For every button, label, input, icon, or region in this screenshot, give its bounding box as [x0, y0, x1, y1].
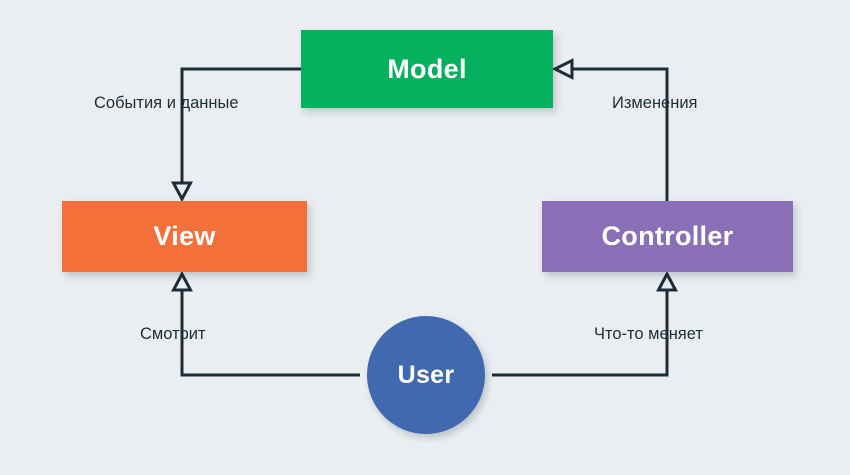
edge-user-to-view [171, 270, 360, 377]
node-model-label: Model [387, 53, 467, 84]
node-controller[interactable]: Controller [542, 201, 793, 272]
arrowhead-left-icon [551, 58, 574, 80]
arrowhead-up-icon [171, 270, 193, 292]
arrowhead-down-icon [171, 181, 193, 203]
node-view-label: View [153, 221, 216, 251]
node-model[interactable]: Model [301, 30, 553, 108]
edge-controller-to-model [551, 58, 669, 201]
edge-label-changes: Изменения [612, 94, 698, 112]
node-controller-label: Controller [601, 221, 734, 251]
edge-label-events-and-data: События и данные [94, 94, 239, 112]
edge-model-to-view-line [180, 67, 301, 184]
edge-user-to-view-line [180, 289, 360, 377]
edge-user-to-controller-line [492, 289, 669, 377]
edge-user-to-controller [492, 270, 678, 377]
node-user-label: User [397, 360, 455, 389]
arrowhead-up-icon [656, 270, 678, 292]
edge-label-changes-something: Что-то меняет [594, 325, 703, 343]
edge-model-to-view [171, 67, 301, 203]
edge-label-watches: Смотрит [140, 325, 206, 343]
node-user[interactable]: User [367, 316, 485, 434]
node-view[interactable]: View [62, 201, 307, 272]
edge-controller-to-model-line [571, 67, 669, 201]
